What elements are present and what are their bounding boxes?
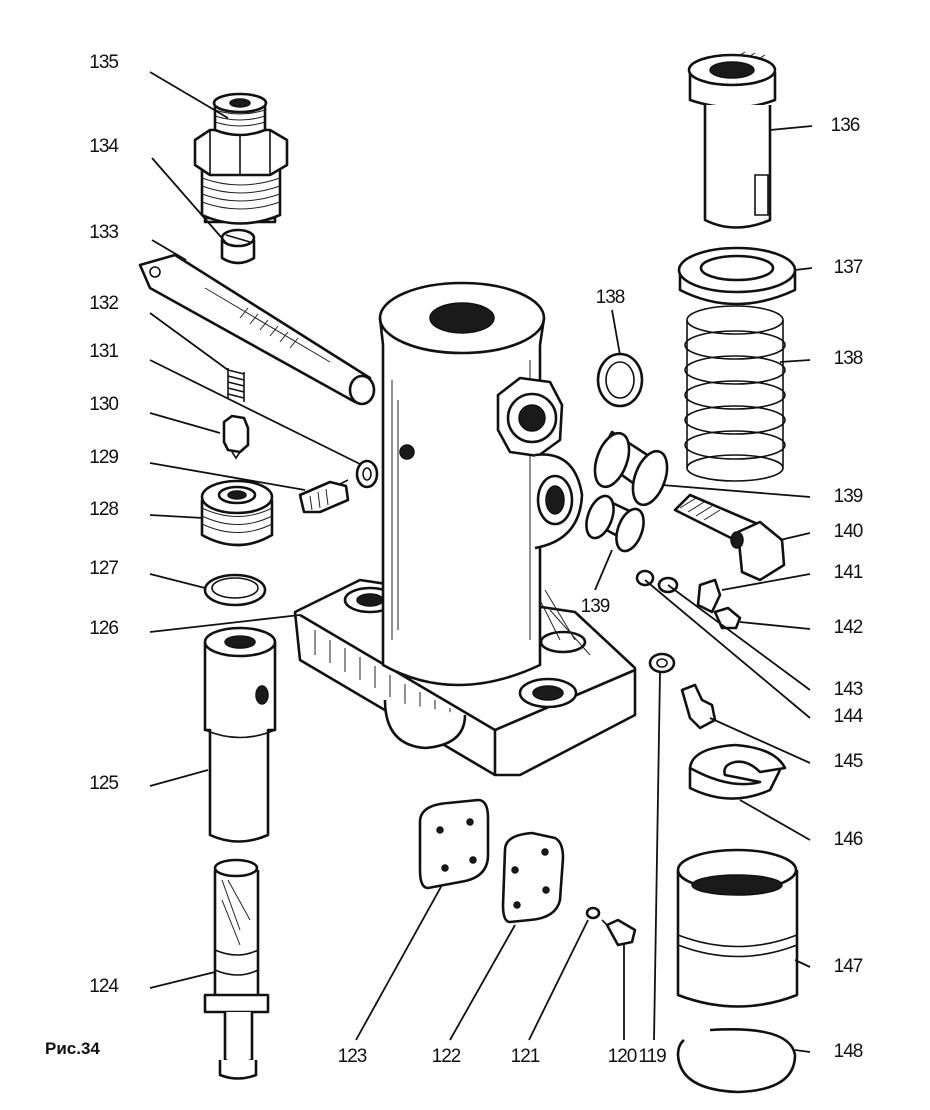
leader-line-part-137 bbox=[794, 267, 813, 271]
callout-label-part-122: 122 bbox=[432, 1046, 461, 1067]
leader-line-part-141 bbox=[721, 573, 811, 591]
callout-label-part-146: 146 bbox=[834, 829, 863, 850]
callout-label-part-133: 133 bbox=[89, 222, 118, 243]
leader-line-part-148 bbox=[794, 1049, 811, 1053]
callout-label-part-119: 119 bbox=[638, 1046, 666, 1067]
leader-line-part-124 bbox=[149, 971, 216, 989]
callout-label-part-126: 126 bbox=[89, 618, 118, 639]
leader-line-part-119 bbox=[653, 672, 661, 1041]
callout-label-part-129: 129 bbox=[89, 447, 118, 468]
part-139-bushing-lower bbox=[585, 494, 645, 553]
callout-label-part-125: 125 bbox=[89, 773, 118, 794]
leader-line-part-144 bbox=[644, 579, 811, 719]
leader-line-part-133 bbox=[151, 239, 187, 261]
part-124-plunger bbox=[203, 858, 270, 1080]
part-128-cap bbox=[200, 479, 274, 547]
callout-label-part-145: 145 bbox=[834, 751, 863, 772]
callout-label-part-142: 142 bbox=[834, 617, 863, 638]
callout-label-part-132: 132 bbox=[89, 293, 118, 314]
leader-line-part-145 bbox=[709, 717, 811, 764]
callout-label-part-136: 136 bbox=[831, 115, 860, 136]
part-132-spring bbox=[227, 368, 245, 402]
callout-label-part-131: 131 bbox=[89, 341, 118, 362]
part-148-snap-ring bbox=[676, 1028, 797, 1094]
leader-line-part-122 bbox=[449, 924, 516, 1041]
leader-line-part-138-ring bbox=[611, 309, 621, 356]
leader-line-part-126 bbox=[149, 614, 301, 633]
leader-line-part-136 bbox=[769, 125, 813, 131]
callout-label-part-128: 128 bbox=[89, 499, 118, 520]
leader-line-part-135 bbox=[149, 71, 229, 119]
part-139-bushing-upper bbox=[593, 430, 669, 507]
part-138-ring bbox=[596, 352, 644, 408]
leader-line-part-127 bbox=[149, 573, 206, 589]
housing bbox=[293, 281, 637, 777]
callout-layer: 135 134 133 132 131 130 129 128 127 126 125 124 136 1… bbox=[89, 52, 864, 1067]
callout-label-part-139-lower: 139 bbox=[581, 596, 610, 617]
part-121-washer bbox=[585, 906, 601, 920]
part-120-screw bbox=[601, 918, 637, 947]
callout-label-part-120: 120 bbox=[608, 1046, 637, 1067]
callout-label-part-139: 139 bbox=[834, 486, 863, 507]
leader-line-part-147 bbox=[794, 959, 811, 968]
part-127-ring bbox=[203, 573, 267, 607]
part-129-needle bbox=[298, 479, 350, 514]
part-144-washer bbox=[635, 569, 655, 587]
callout-label-part-121: 121 bbox=[511, 1046, 540, 1067]
part-125-sleeve bbox=[203, 626, 277, 843]
part-119-washer bbox=[648, 652, 676, 674]
callout-label-part-135: 135 bbox=[89, 52, 118, 73]
part-141-tab bbox=[696, 578, 722, 614]
part-140-bolt bbox=[673, 493, 786, 582]
leader-line-part-140 bbox=[779, 532, 811, 541]
part-122-gasket bbox=[501, 831, 565, 924]
callout-label-part-148: 148 bbox=[834, 1041, 863, 1062]
part-134-plug bbox=[220, 228, 256, 265]
figure-label: Рис.34 bbox=[45, 1039, 100, 1058]
callout-label-part-127: 127 bbox=[89, 558, 118, 579]
leader-line-part-128 bbox=[149, 514, 204, 519]
callout-label-part-130: 130 bbox=[89, 394, 118, 415]
part-123-gasket bbox=[418, 798, 490, 890]
part-145-fitting bbox=[680, 683, 717, 730]
leader-line-part-130 bbox=[149, 412, 221, 434]
leader-line-part-121 bbox=[528, 919, 589, 1041]
part-136-sleeve bbox=[687, 51, 777, 229]
callout-label-part-141: 141 bbox=[834, 562, 863, 583]
part-137-washer bbox=[677, 246, 797, 306]
callout-label-part-147: 147 bbox=[834, 956, 863, 977]
part-138-spring bbox=[684, 305, 786, 482]
callout-label-part-143: 143 bbox=[834, 679, 863, 700]
part-146-horseshoe bbox=[688, 743, 787, 800]
leader-line-part-142 bbox=[739, 621, 811, 630]
part-131-washer bbox=[355, 459, 379, 489]
leader-line-part-139-lower bbox=[594, 549, 613, 591]
leader-line-part-143 bbox=[667, 584, 811, 691]
part-133-rack-rod bbox=[138, 253, 376, 406]
callout-label-part-138: 138 bbox=[834, 348, 863, 369]
callout-label-part-138-ring: 138 bbox=[596, 287, 625, 308]
callout-label-part-123: 123 bbox=[338, 1046, 367, 1067]
leader-line-part-129 bbox=[149, 462, 306, 491]
callout-label-part-134: 134 bbox=[89, 136, 119, 157]
callout-label-part-140: 140 bbox=[834, 521, 863, 542]
leader-line-part-131 bbox=[149, 359, 361, 465]
leader-line-part-146 bbox=[739, 799, 811, 841]
leader-line-part-125 bbox=[149, 769, 209, 787]
leader-line-part-123 bbox=[355, 884, 443, 1041]
leader-line-part-134 bbox=[151, 157, 229, 246]
part-142-screw bbox=[713, 606, 742, 630]
callout-label-part-124: 124 bbox=[89, 976, 119, 997]
callout-label-part-137: 137 bbox=[834, 257, 863, 278]
leader-line-part-138 bbox=[779, 359, 811, 363]
part-135-fitting bbox=[193, 92, 289, 225]
part-147-collar bbox=[676, 848, 799, 1008]
leader-line-part-132 bbox=[149, 312, 229, 371]
leader-line-part-139 bbox=[661, 484, 811, 498]
callout-label-part-144: 144 bbox=[834, 706, 864, 727]
part-130-valve bbox=[222, 414, 250, 460]
